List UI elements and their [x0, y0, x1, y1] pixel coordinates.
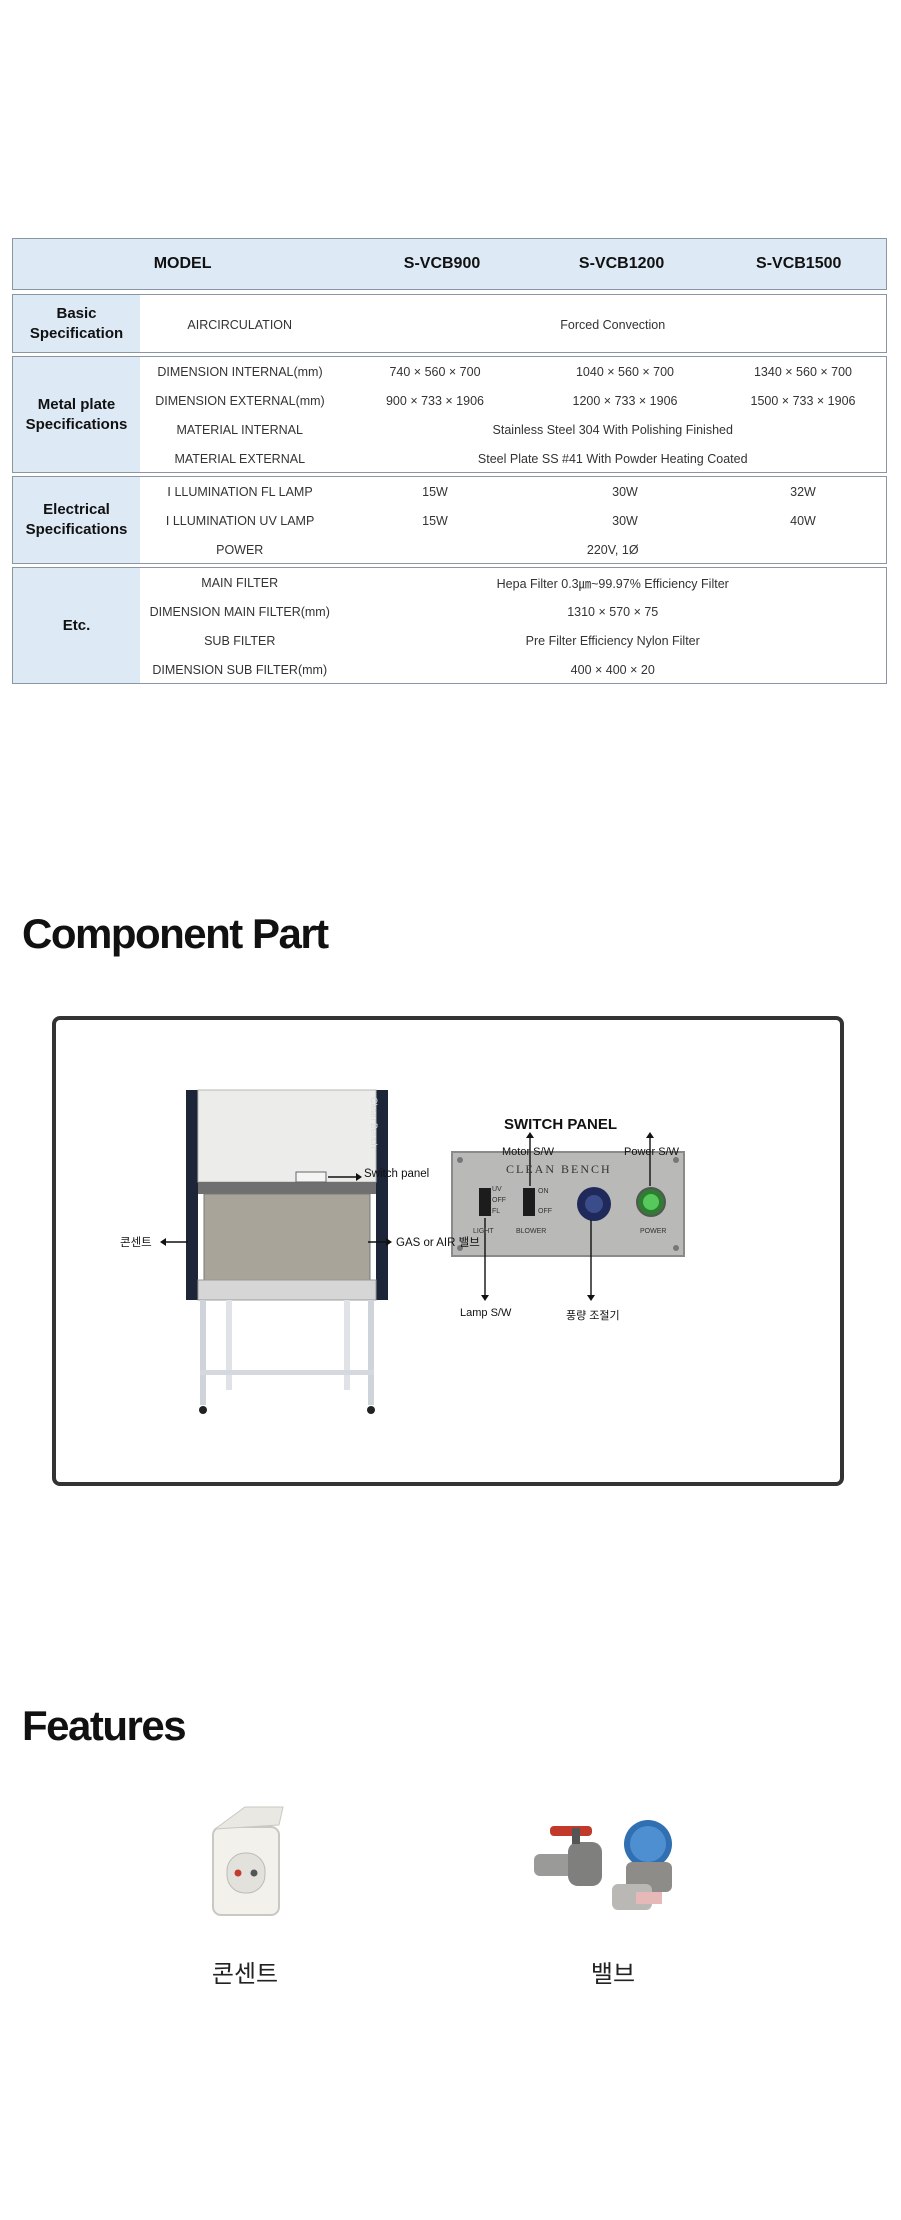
group-label: Etc.	[13, 568, 140, 683]
power-switch-label: Power S/W	[624, 1146, 680, 1158]
row-value: 900 × 733 × 1906	[385, 393, 484, 408]
table-row: DIMENSION EXTERNAL(mm) 900 × 733 × 1906 …	[140, 386, 886, 415]
uv-mark: UV	[492, 1186, 502, 1193]
table-row: DIMENSION INTERNAL(mm) 740 × 560 × 700 1…	[140, 357, 886, 386]
airflow-controller-label: 풍량 조절기	[566, 1310, 620, 1322]
row-value: 400 × 400 × 20	[570, 662, 655, 677]
row-value: 1200 × 733 × 1906	[572, 393, 678, 408]
row-value: 220V, 1Ø	[586, 542, 639, 557]
row-label: MAIN FILTER	[201, 575, 279, 590]
row-value: 32W	[790, 484, 816, 499]
clean-bench-illustration	[160, 1089, 685, 1414]
off-mark: OFF	[492, 1197, 506, 1204]
lamp-switch-label: Lamp S/W	[460, 1307, 512, 1319]
row-label: MATERIAL EXTERNAL	[174, 451, 306, 466]
spec-group-metal: Metal plate Specifications DIMENSION INT…	[12, 356, 887, 473]
row-value: 1500 × 733 × 1906	[750, 393, 856, 408]
table-row: Ⅰ LLUMINATION FL LAMP 15W 30W 32W	[140, 477, 886, 506]
spec-header-row: MODEL S-VCB900 S-VCB1200 S-VCB1500	[12, 238, 887, 290]
row-value: Stainless Steel 304 With Polishing Finis…	[492, 422, 733, 437]
row-value: 1040 × 560 × 700	[575, 364, 674, 379]
feature-label-valve: 밸브	[590, 1961, 636, 1988]
power-mark: POWER	[640, 1228, 667, 1235]
component-frame: Clean Bench Switch panel 콘센트 GAS or AIR …	[52, 1016, 844, 1486]
row-label: POWER	[216, 542, 264, 557]
table-row: MATERIAL INTERNAL Stainless Steel 304 Wi…	[140, 415, 886, 444]
row-label: DIMENSION SUB FILTER(mm)	[152, 662, 328, 677]
outlet-label: 콘센트	[120, 1237, 152, 1249]
switch-panel-label: Switch panel	[364, 1168, 430, 1180]
row-value: 30W	[612, 513, 638, 528]
row-value: Pre Filter Efficiency Nylon Filter	[525, 633, 700, 648]
row-value: Steel Plate SS #41 With Powder Heating C…	[477, 451, 748, 466]
model-name: S-VCB900	[403, 255, 481, 272]
component-part-title: Component Part	[22, 910, 329, 957]
row-value: 1310 × 570 × 75	[567, 604, 659, 619]
off-mark: OFF	[538, 1208, 552, 1215]
switch-panel-title: SWITCH PANEL	[504, 1116, 618, 1133]
row-value: 1340 × 560 × 700	[753, 364, 852, 379]
table-row: SUB FILTER Pre Filter Efficiency Nylon F…	[140, 626, 886, 655]
motor-switch-label: Motor S/W	[502, 1146, 554, 1158]
row-label: AIRCIRCULATION	[187, 317, 293, 332]
row-value: Forced Convection	[560, 317, 666, 332]
table-row: AIRCIRCULATION Forced Convection	[140, 310, 886, 339]
table-row: Ⅰ LLUMINATION UV LAMP 15W 30W 40W	[140, 506, 886, 535]
feature-label-outlet: 콘센트	[211, 1961, 279, 1988]
blower-mark: BLOWER	[516, 1228, 547, 1235]
group-label: Electrical Specifications	[13, 477, 140, 563]
fl-mark: FL	[492, 1208, 501, 1215]
gas-valve-label: GAS or AIR 밸브	[396, 1237, 480, 1249]
table-row: DIMENSION SUB FILTER(mm) 400 × 400 × 20	[140, 655, 886, 684]
row-value: Hepa Filter 0.3㎛~99.97% Efficiency Filte…	[496, 577, 729, 591]
group-label: Basic Specification	[13, 295, 140, 352]
group-label: Metal plate Specifications	[13, 357, 140, 472]
on-mark: ON	[538, 1188, 549, 1195]
row-label: MATERIAL INTERNAL	[176, 422, 303, 437]
table-row: DIMENSION MAIN FILTER(mm) 1310 × 570 × 7…	[140, 597, 886, 626]
spec-group-etc: Etc. MAIN FILTER Hepa Filter 0.3㎛~99.97%…	[12, 567, 887, 684]
row-label: SUB FILTER	[204, 633, 276, 648]
row-value: 15W	[422, 484, 448, 499]
row-value: 740 × 560 × 700	[389, 364, 481, 379]
features-title: Features	[22, 1702, 187, 1749]
row-label: DIMENSION INTERNAL(mm)	[157, 364, 323, 379]
row-value: 30W	[612, 484, 638, 499]
outlet-icon	[212, 1806, 284, 1916]
spec-group-electrical: Electrical Specifications Ⅰ LLUMINATION …	[12, 476, 887, 564]
row-value: 40W	[790, 513, 816, 528]
table-row: POWER 220V, 1Ø	[140, 535, 886, 564]
spec-group-basic: Basic Specification AIRCIRCULATION Force…	[12, 294, 887, 353]
model-name: S-VCB1500	[756, 255, 842, 272]
row-label: Ⅰ LLUMINATION UV LAMP	[165, 514, 315, 528]
valve-icon	[534, 1820, 672, 1910]
row-value: 15W	[422, 513, 448, 528]
model-name: S-VCB1200	[578, 255, 665, 272]
light-mark: LIGHT	[473, 1228, 494, 1235]
model-header: MODEL	[153, 255, 212, 272]
nameplate: CLEAN BENCH	[506, 1162, 612, 1176]
row-label: Ⅰ LLUMINATION FL LAMP	[167, 485, 313, 499]
row-label: DIMENSION EXTERNAL(mm)	[155, 393, 325, 408]
table-row: MAIN FILTER Hepa Filter 0.3㎛~99.97% Effi…	[140, 568, 886, 597]
table-row: MATERIAL EXTERNAL Steel Plate SS #41 Wit…	[140, 444, 886, 473]
bench-brand: Clean Bench	[369, 1097, 379, 1149]
row-label: DIMENSION MAIN FILTER(mm)	[149, 604, 330, 619]
